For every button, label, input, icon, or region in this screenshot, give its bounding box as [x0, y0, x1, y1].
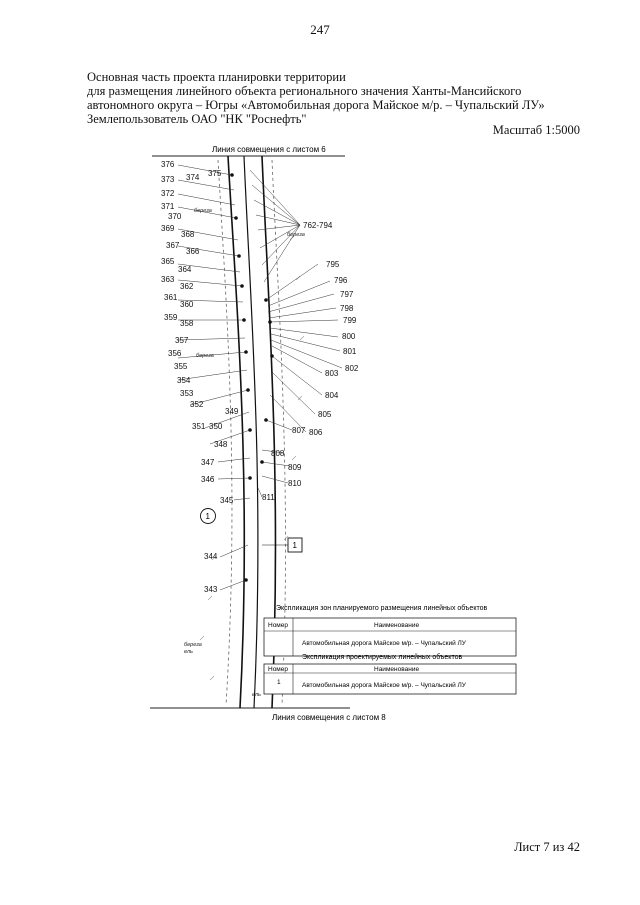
right-leader-fan — [249, 169, 301, 283]
point-label: 366 — [186, 247, 200, 256]
document-header: Основная часть проекта планировки террит… — [87, 70, 587, 126]
point-label: 375 — [208, 169, 222, 178]
zones-header-name: Наименование — [374, 622, 419, 629]
corridor-left-boundary — [227, 155, 246, 709]
zones-legend-table — [263, 617, 517, 657]
point-label: 807 — [292, 426, 306, 435]
zone-marker-circle — [200, 508, 216, 524]
point-label: 344 — [204, 552, 218, 561]
point-label: 805 — [318, 410, 332, 419]
zones-header-number: Номер — [268, 622, 288, 629]
point-label: 369 — [161, 224, 175, 233]
sheet-counter: Лист 7 из 42 — [514, 840, 580, 854]
point-label: 355 — [174, 362, 188, 371]
zone-marker-box-label: 1 — [293, 541, 298, 550]
point-label: 357 — [175, 336, 189, 345]
point-label: 803 — [325, 369, 339, 378]
point-label: 368 — [181, 230, 195, 239]
page-number: 247 — [310, 22, 330, 37]
point-label: 359 — [164, 313, 178, 322]
point-label: 810 — [288, 479, 302, 488]
objects-legend-title: Экспликация проектируемых линейных объек… — [302, 653, 462, 661]
point-label: 762-794 — [303, 221, 333, 230]
forest-note: береза — [194, 208, 212, 214]
point-label: 356 — [168, 349, 182, 358]
point-label: 346 — [201, 475, 215, 484]
outer-right-line — [271, 159, 286, 706]
point-label: 376 — [161, 160, 175, 169]
point-label: 809 — [288, 463, 302, 472]
legend: Экспликация зон планируемого размещения … — [263, 604, 517, 695]
point-label: 808 — [271, 449, 285, 458]
forest-notes: береза береза береза береза ель ель — [184, 208, 305, 698]
point-label: 350 — [209, 422, 223, 431]
point-label: 798 — [340, 304, 354, 313]
forest-note: береза — [287, 232, 305, 238]
zones-row-name: Автомобильная дорога Майское м/р. – Чупа… — [302, 639, 467, 647]
point-label: 361 — [164, 293, 178, 302]
zones-legend-title: Экспликация зон планируемого размещения … — [276, 604, 487, 612]
point-label: 367 — [166, 241, 180, 250]
point-label: 363 — [161, 275, 175, 284]
forest-note: береза — [184, 642, 202, 648]
point-label: 370 — [168, 212, 182, 221]
point-label: 351 — [192, 422, 206, 431]
corridor-points — [230, 173, 274, 582]
forest-note: ель — [184, 649, 193, 655]
point-label: 362 — [180, 282, 194, 291]
forest-note: береза — [196, 353, 214, 359]
header-line: Землепользователь ОАО "НК "Роснефть" — [87, 112, 307, 126]
bottom-caption: Линия совмещения с листом 8 — [272, 713, 386, 722]
left-point-labels: 376 373 374 375 372 371 370 369 368 367 … — [161, 160, 239, 594]
point-label: 354 — [177, 376, 191, 385]
forest-note: ель — [252, 692, 261, 698]
top-caption: Линия совмещения с листом 6 — [212, 145, 326, 154]
corridor-centerline — [243, 155, 259, 709]
point-label: 345 — [220, 496, 234, 505]
forest-hatching — [199, 235, 305, 681]
header-line: для размещения линейного объекта региона… — [87, 84, 522, 98]
point-label: 796 — [334, 276, 348, 285]
point-label: 797 — [340, 290, 354, 299]
point-label: 352 — [190, 400, 204, 409]
point-label: 800 — [342, 332, 356, 341]
point-label: 811 — [262, 493, 275, 502]
header-line: автономного округа – Югры «Автомобильная… — [87, 98, 545, 112]
point-label: 804 — [325, 391, 339, 400]
point-label: 371 — [161, 202, 175, 211]
right-point-labels: 762-794 795 796 797 798 799 800 801 802 … — [262, 221, 359, 502]
point-label: 358 — [180, 319, 194, 328]
point-label: 353 — [180, 389, 194, 398]
zone-marker-box — [287, 537, 303, 553]
left-leader-lines — [177, 164, 251, 591]
scale-label: Масштаб 1:5000 — [492, 123, 580, 137]
point-label: 801 — [343, 347, 357, 356]
point-label: 364 — [178, 265, 192, 274]
right-leader-lines — [257, 263, 343, 498]
point-label: 360 — [180, 300, 194, 309]
point-label: 348 — [214, 440, 228, 449]
header-line: Основная часть проекта планировки террит… — [87, 70, 346, 84]
zone-marker-circle-label: 1 — [206, 512, 211, 521]
point-label: 799 — [343, 316, 357, 325]
point-label: 802 — [345, 364, 359, 373]
point-label: 372 — [161, 189, 175, 198]
objects-row-number: 1 — [277, 679, 281, 686]
outer-left-line — [217, 159, 233, 706]
corridor-right-boundary — [261, 155, 277, 709]
point-label: 349 — [225, 407, 239, 416]
objects-header-number: Номер — [268, 666, 288, 673]
objects-row-name: Автомобильная дорога Майское м/р. – Чупа… — [302, 681, 467, 689]
objects-legend-table — [263, 663, 517, 695]
point-label: 343 — [204, 585, 218, 594]
point-label: 365 — [161, 257, 175, 266]
point-label: 795 — [326, 260, 340, 269]
point-label: 347 — [201, 458, 215, 467]
point-label: 373 — [161, 175, 175, 184]
point-label: 806 — [309, 428, 323, 437]
objects-header-name: Наименование — [374, 666, 419, 673]
point-label: 374 — [186, 173, 200, 182]
